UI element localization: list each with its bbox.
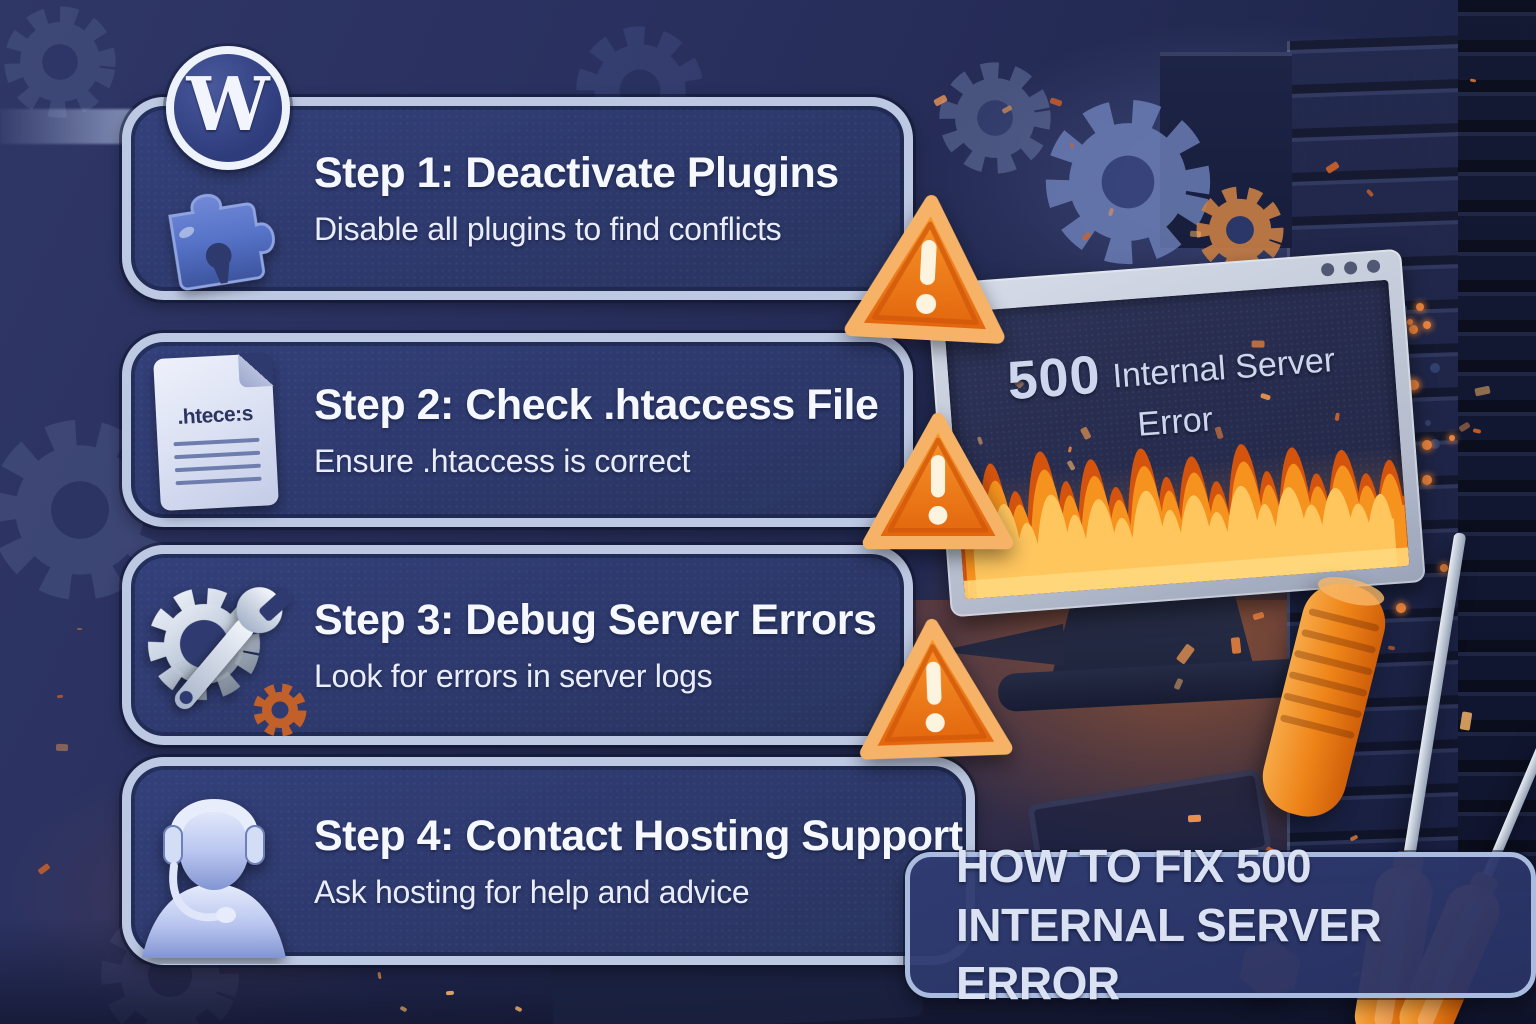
step-2-subtitle: Ensure .htaccess is correct (314, 442, 691, 479)
step-card-3: Step 3: Debug Server Errors Look for err… (122, 545, 913, 745)
step-1-title: Step 1: Deactivate Plugins (314, 149, 839, 197)
file-label: .htece:s (176, 402, 254, 429)
step-1-subtitle: Disable all plugins to find conflicts (314, 211, 782, 247)
warning-icon (859, 618, 1013, 760)
step-2-title: Step 2: Check .htaccess File (314, 380, 879, 429)
step-4-title: Step 4: Contact Hosting Support (314, 811, 963, 860)
wordpress-w-letter: W (186, 62, 270, 148)
flames-icon (954, 424, 1410, 600)
plugin-puzzle-icon (168, 193, 275, 291)
step-4-subtitle: Ask hosting for help and advice (314, 873, 750, 910)
warning-icon (862, 412, 1014, 550)
title-line-1: HOW TO FIX 500 (956, 839, 1312, 892)
file-text-line (173, 437, 260, 447)
file-text-line (174, 463, 261, 473)
error-code: 500 (1005, 344, 1103, 412)
step-3-title: Step 3: Debug Server Errors (314, 595, 877, 644)
server-rack-far (1458, 0, 1536, 920)
file-fold-corner (237, 351, 274, 388)
htaccess-file-icon: .htece:s (153, 351, 279, 511)
step-card-4: Step 4: Contact Hosting Support Ask host… (122, 757, 975, 965)
error-label: Internal Server Error (1111, 340, 1337, 444)
step-card-2: Step 2: Check .htaccess File Ensure .hta… (122, 333, 913, 527)
title-line-2: INTERNAL SERVER ERROR (956, 898, 1382, 1010)
headset-support-icon (142, 799, 286, 958)
title-banner: HOW TO FIX 500 INTERNAL SERVER ERROR (905, 840, 1536, 1009)
file-text-line (175, 476, 262, 486)
gear-wrench-icon (148, 587, 307, 737)
step-3-subtitle: Look for errors in server logs (314, 657, 713, 694)
browser-window-dots-icon (1320, 259, 1381, 277)
step-card-1: Step 1: Deactivate Plugins Disable all p… (122, 97, 913, 300)
file-text-line (174, 450, 261, 460)
warning-icon (844, 195, 1005, 344)
wordpress-logo-icon: W (166, 46, 290, 170)
